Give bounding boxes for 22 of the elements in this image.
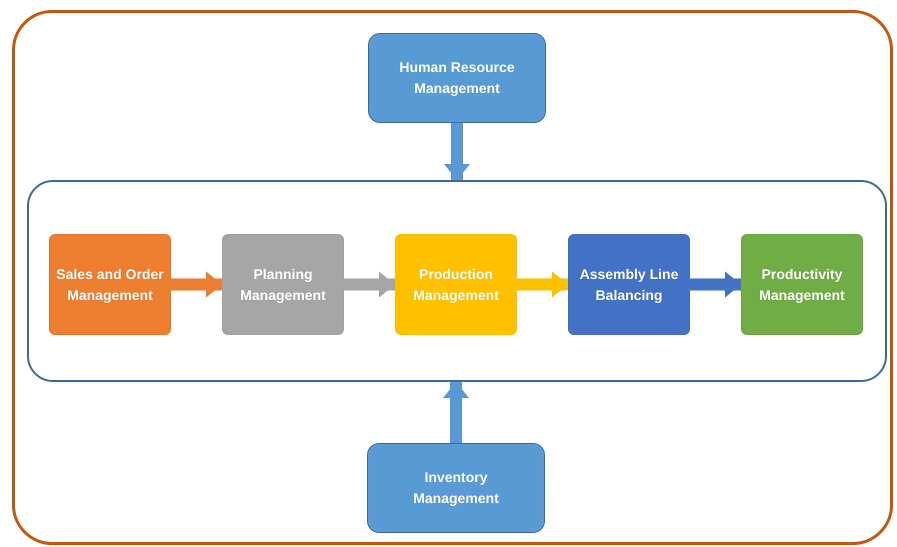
- process-box: [395, 234, 517, 335]
- box-label: Sales and Order Management: [55, 264, 165, 305]
- box-label: Planning Management: [239, 264, 327, 305]
- container-frame: [12, 10, 893, 545]
- process-box: [741, 234, 863, 335]
- box-label: Assembly Line Balancing: [578, 264, 680, 305]
- block-arrow: [690, 272, 741, 298]
- process-box: [367, 443, 545, 533]
- process-box: [49, 234, 171, 335]
- process-box: [222, 234, 344, 335]
- block-arrow: [444, 123, 470, 180]
- block-arrow: [171, 272, 222, 298]
- block-arrow: [517, 272, 568, 298]
- process-box: [568, 234, 690, 335]
- box-label: Production Management: [412, 264, 500, 305]
- box-label: Productivity Management: [758, 264, 846, 305]
- box-label: Human Resource Management: [398, 58, 516, 98]
- box-label: Inventory Management: [412, 468, 500, 508]
- process-box: [368, 33, 546, 123]
- block-arrow: [344, 272, 395, 298]
- container-frame: [27, 180, 887, 382]
- block-arrow: [443, 382, 469, 443]
